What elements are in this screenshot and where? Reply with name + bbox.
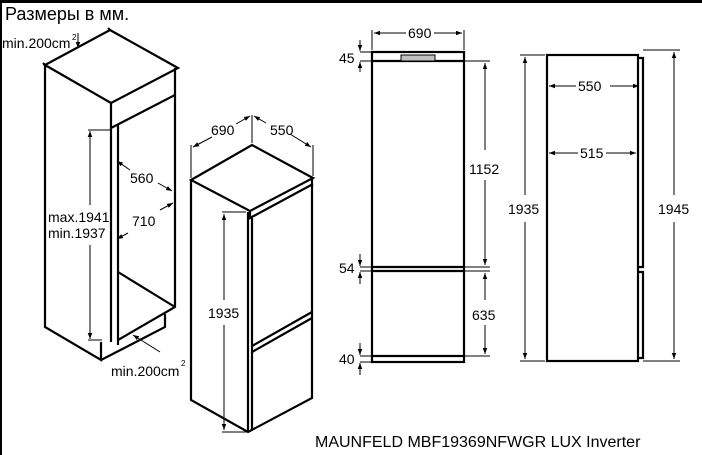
side-view-drawing bbox=[520, 49, 680, 363]
niche-depth-label: 560 bbox=[130, 170, 154, 186]
iso-height-label: 1935 bbox=[208, 305, 239, 321]
vent-top-sup: 2 bbox=[72, 33, 77, 42]
iso-depth-label: 550 bbox=[270, 122, 294, 138]
title: Размеры в мм. bbox=[5, 4, 129, 24]
side-depth-body-label: 515 bbox=[580, 145, 604, 161]
front-bottom-label: 40 bbox=[339, 351, 355, 367]
front-gap-label: 54 bbox=[339, 260, 355, 276]
vent-bottom-sup: 2 bbox=[181, 359, 186, 368]
front-upper-door-label: 1152 bbox=[469, 161, 499, 177]
niche-height-max: max.1941 bbox=[48, 209, 110, 225]
front-view-drawing bbox=[357, 30, 490, 375]
niche-height-min: min.1937 bbox=[48, 225, 106, 241]
model-name: MAUNFELD MBF19369NFWGR LUX Inverter bbox=[315, 434, 641, 451]
iso-width-label: 690 bbox=[211, 122, 235, 138]
appliance-iso-drawing bbox=[188, 115, 316, 434]
side-height-body-label: 1935 bbox=[508, 201, 539, 217]
side-depth-total-label: 550 bbox=[578, 78, 602, 94]
niche-drawing bbox=[42, 27, 181, 362]
side-height-total-label: 1945 bbox=[658, 201, 689, 217]
front-width-label: 690 bbox=[408, 25, 432, 41]
vent-top-label: min.200cm bbox=[2, 35, 70, 51]
niche-width-label: 710 bbox=[132, 213, 156, 229]
handle-panel bbox=[400, 54, 436, 62]
vent-bottom-label: min.200cm bbox=[111, 363, 179, 379]
front-lower-door-label: 635 bbox=[472, 307, 496, 323]
front-top-label: 45 bbox=[339, 50, 355, 66]
